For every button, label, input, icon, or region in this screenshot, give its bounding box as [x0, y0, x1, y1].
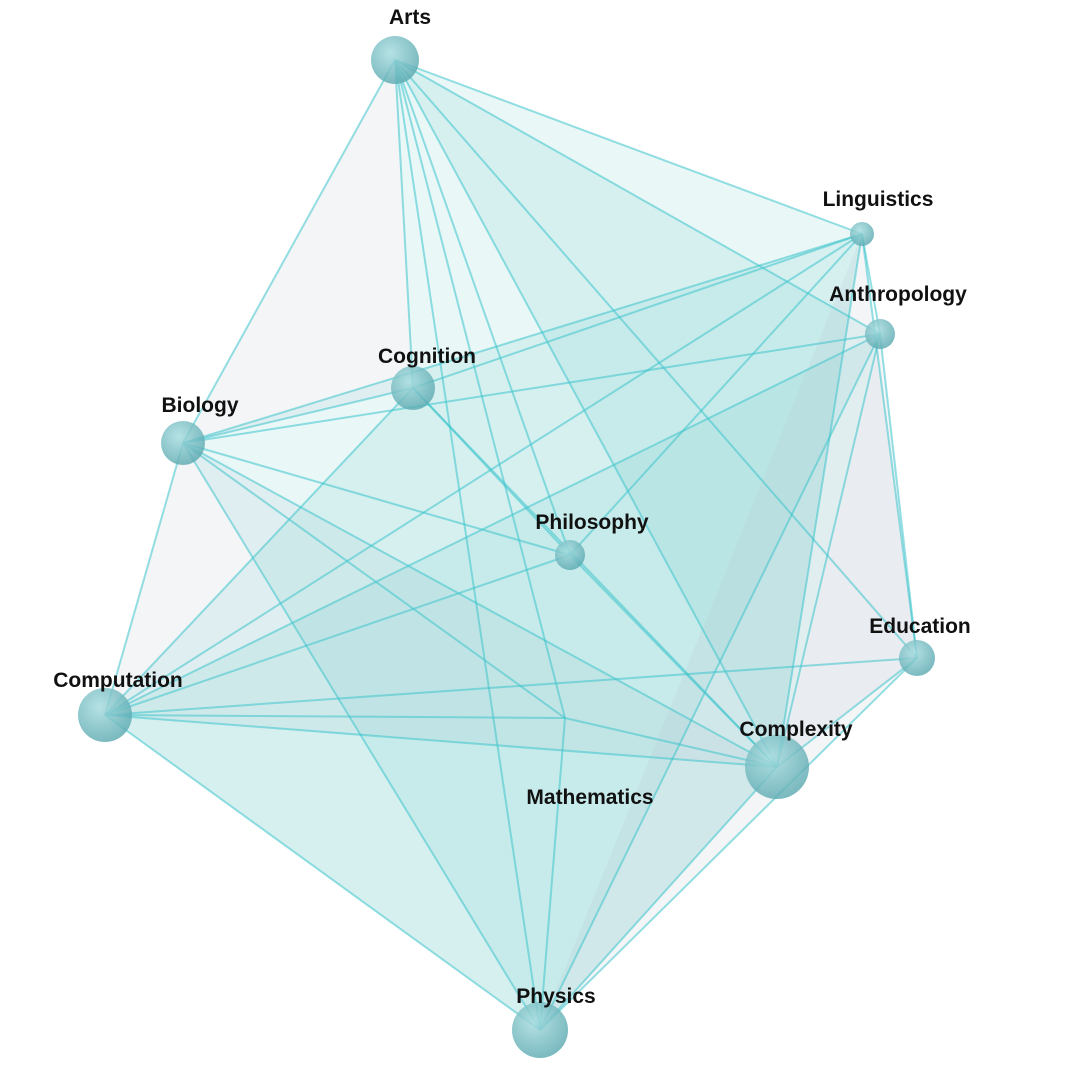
node-label-mathematics: Mathematics	[526, 786, 654, 809]
edge-anthropology-complexity	[776, 333, 881, 768]
node-label-complexity: Complexity	[739, 718, 853, 741]
edge-cognition-computation	[104, 387, 414, 716]
edge-computation-complexity	[104, 714, 778, 768]
edge-anthropology-education	[879, 333, 918, 659]
node-label-computation: Computation	[53, 669, 183, 692]
edge-computation-mathematics	[104, 714, 566, 719]
face-arts-linguistics-complexity	[395, 60, 862, 767]
edge-complexity-mathematics	[564, 717, 778, 768]
edge-biology-philosophy	[182, 442, 571, 556]
node-anthropology[interactable]	[865, 319, 895, 349]
node-label-cognition: Cognition	[378, 345, 476, 368]
edge-mathematics-physics	[539, 717, 566, 1031]
edge-anthropology-biology	[182, 333, 881, 444]
edge-arts-complexity	[394, 59, 778, 768]
edge-anthropology-computation	[104, 333, 881, 716]
node-computation[interactable]	[78, 688, 132, 742]
edge-complexity-physics	[539, 766, 778, 1031]
edge-arts-cognition	[394, 59, 414, 389]
face-cognition-computation-physics	[105, 388, 540, 1030]
node-arts[interactable]	[371, 36, 419, 84]
face-linguistics-education-physics	[540, 234, 917, 1030]
node-label-arts: Arts	[388, 6, 432, 29]
edge-arts-philosophy	[394, 59, 571, 556]
face-biology-physics-complexity	[183, 443, 777, 1030]
node-philosophy[interactable]	[555, 540, 585, 570]
face-computation-anthropology-complexity	[105, 334, 880, 767]
edge-linguistics-education	[861, 233, 918, 659]
edge-arts-mathematics	[394, 59, 566, 719]
node-biology[interactable]	[161, 421, 205, 465]
node-education[interactable]	[899, 640, 935, 676]
node-cognition[interactable]	[391, 366, 435, 410]
edge-biology-complexity	[182, 442, 778, 768]
edge-linguistics-biology	[182, 233, 863, 444]
node-linguistics[interactable]	[850, 222, 874, 246]
edge-linguistics-computation	[104, 233, 863, 716]
edge-arts-physics	[394, 59, 541, 1031]
edge-arts-education	[394, 59, 918, 659]
edge-arts-biology	[182, 59, 396, 444]
edge-anthropology-physics	[539, 333, 881, 1031]
face-anthropology-education-complexity	[777, 334, 917, 767]
edge-education-physics	[539, 657, 918, 1031]
edge-biology-physics	[182, 442, 541, 1031]
edge-linguistics-cognition	[412, 233, 863, 389]
edge-linguistics-anthropology	[861, 233, 881, 335]
face-biology-computation-complexity	[105, 443, 777, 767]
node-label-philosophy: Philosophy	[535, 511, 649, 534]
edge-education-computation	[104, 657, 918, 716]
edge-arts-linguistics	[394, 59, 863, 235]
node-label-anthropology: Anthropology	[829, 283, 967, 306]
face-arts-biology-cognition	[183, 60, 413, 443]
edge-biology-computation	[104, 442, 184, 716]
face-computation-complexity-physics	[105, 715, 777, 1030]
edge-philosophy-computation	[104, 554, 571, 716]
node-label-education: Education	[869, 615, 971, 638]
node-label-physics: Physics	[516, 985, 596, 1008]
edge-arts-anthropology	[394, 59, 881, 335]
node-label-biology: Biology	[161, 394, 239, 417]
edge-philosophy-complexity	[569, 554, 778, 768]
edge-linguistics-philosophy	[569, 233, 863, 556]
edge-linguistics-complexity	[776, 233, 863, 768]
face-biology-linguistics-complexity	[183, 234, 862, 767]
node-physics[interactable]	[512, 1002, 568, 1058]
edge-biology-mathematics	[182, 442, 566, 719]
node-complexity[interactable]	[745, 735, 809, 799]
face-arts-anthropology-physics	[395, 60, 880, 1030]
node-label-linguistics: Linguistics	[822, 188, 934, 211]
edge-computation-physics	[104, 714, 541, 1031]
edge-cognition-biology	[182, 387, 414, 444]
